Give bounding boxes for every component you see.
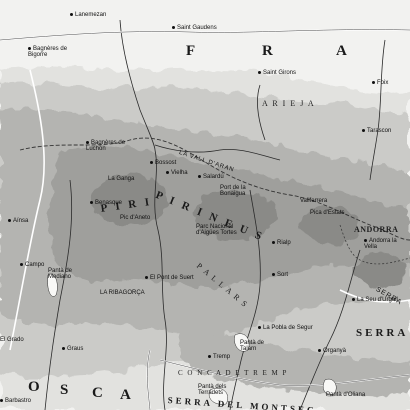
reservoir-terradets: Pantà dels Terradets — [198, 384, 227, 396]
country-letter: R — [262, 43, 275, 59]
river-garona — [154, 144, 281, 161]
national-park: Parc Nacional d'Aigües Tortes — [196, 224, 237, 236]
town-tarascon: Tarascon — [362, 128, 391, 134]
region-letter: A — [120, 387, 133, 403]
country-letter: F — [186, 43, 198, 59]
reservoirs — [47, 273, 337, 405]
peak-pica-estats: Pica d'Estats — [310, 210, 345, 216]
town-pont-suert: El Pont de Suert — [145, 275, 194, 281]
town-saint-gaudens: Saint Gaudens — [172, 25, 217, 31]
town-benasque: Benasque — [90, 200, 122, 206]
region-ariege: A R I E J A — [262, 99, 316, 108]
pass-bonaigua: Port de la Bonaigua — [220, 185, 246, 197]
town-tremp: Tremp — [208, 354, 230, 360]
town-la-seu: La Seu d'Urgell — [352, 297, 398, 303]
river-esera — [44, 179, 73, 410]
town-andorra-la-vella: Andorra la Vella — [364, 238, 410, 250]
region-letter: C — [92, 385, 105, 401]
andorra-border — [339, 224, 410, 265]
river-garonne-north — [119, 19, 156, 151]
town-foix: Foix — [372, 80, 388, 86]
town-sort: Sort — [272, 272, 288, 278]
conca-tremp: C O N C A D E T R E M P — [178, 369, 288, 377]
town-campo: Campo — [20, 262, 44, 268]
place-la-ganga: La Ganga — [108, 176, 135, 182]
town-el-grado: El Grado — [0, 337, 24, 343]
town-barbastro: Barbastro — [0, 398, 31, 404]
town-salardu: Salardú — [198, 174, 224, 180]
town-rialp: Rialp — [272, 240, 291, 246]
region-letter: S — [60, 382, 71, 398]
river-segre — [299, 249, 361, 410]
reservoir-mediano: Pantà de Mediano — [48, 268, 73, 280]
region-andorra: ANDORRA — [354, 225, 399, 234]
town-bagneres-bigorre: Bagnères de Bigorre — [28, 46, 78, 58]
region-letter: O — [28, 379, 42, 395]
peak-aneto: Pic d'Aneto — [120, 215, 151, 221]
town-saint-girons: Saint Girons — [258, 70, 296, 76]
town-bossost: Bossost — [150, 160, 176, 166]
town-organya: Organyà — [318, 348, 346, 354]
valley-vallferrera: Vallferrera — [300, 198, 328, 204]
town-vielha: Vielha — [166, 170, 188, 176]
comarca-ribagorca: LA RIBAGORÇA — [100, 290, 145, 296]
road-borders — [0, 29, 410, 410]
town-ainsa: Aínsa — [8, 218, 28, 224]
town-la-pobla: La Pobla de Segur — [258, 325, 313, 331]
town-lannemezan: Lanemezan — [70, 12, 106, 18]
river-noguera-pallaresa — [229, 189, 261, 410]
reservoir-oliana: Pantà d'Oliana — [326, 392, 366, 398]
range-serra: SERRA — [356, 327, 409, 339]
reservoir-talarn: Pantà de Talarn — [240, 340, 265, 352]
river-salat — [257, 84, 266, 141]
town-bagneres-luchon: Bagnères de Luchon — [86, 140, 128, 152]
country-letter: A — [336, 43, 349, 59]
town-graus: Graus — [62, 346, 83, 352]
